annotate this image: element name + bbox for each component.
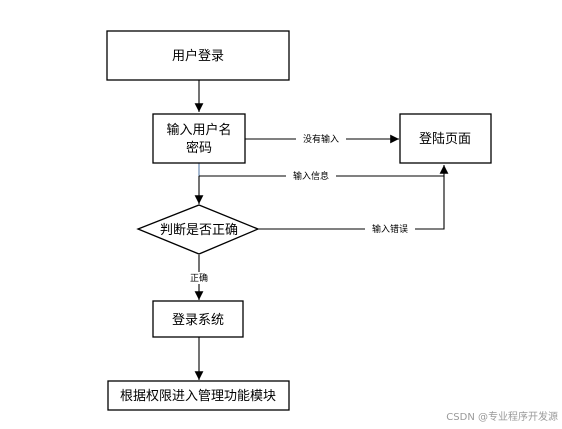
node-permission-modules-label: 根据权限进入管理功能模块: [120, 388, 276, 404]
edge-label-correct: 正确: [190, 272, 208, 284]
node-input-line2: 密码: [186, 140, 212, 156]
node-login-system-label: 登录系统: [172, 313, 224, 328]
edge-judge-to-login-page: [258, 176, 445, 230]
edges: 没有输入 输入信息 输入错误 正确: [185, 80, 449, 380]
node-login-page-label: 登陆页面: [419, 131, 471, 147]
node-input-credentials: 输入用户名 密码: [152, 113, 246, 164]
nodes: 用户登录 输入用户名 密码 登陆页面 判断是否正确 登录系统 根据权限进入管理功…: [106, 30, 492, 411]
edge-label-input-info: 输入信息: [293, 170, 329, 182]
node-login-page: 登陆页面: [399, 113, 492, 164]
node-judge: 判断是否正确: [136, 204, 260, 255]
edge-label-input-error: 输入错误: [372, 223, 408, 235]
node-user-login-label: 用户登录: [172, 48, 224, 64]
node-user-login: 用户登录: [106, 30, 290, 81]
node-login-system: 登录系统: [152, 300, 244, 338]
node-judge-label: 判断是否正确: [160, 223, 238, 238]
node-input-line1: 输入用户名: [166, 122, 231, 138]
edge-label-no-input: 没有输入: [303, 133, 339, 145]
node-permission-modules: 根据权限进入管理功能模块: [107, 380, 290, 411]
watermark: CSDN @专业程序开发源: [446, 412, 558, 423]
